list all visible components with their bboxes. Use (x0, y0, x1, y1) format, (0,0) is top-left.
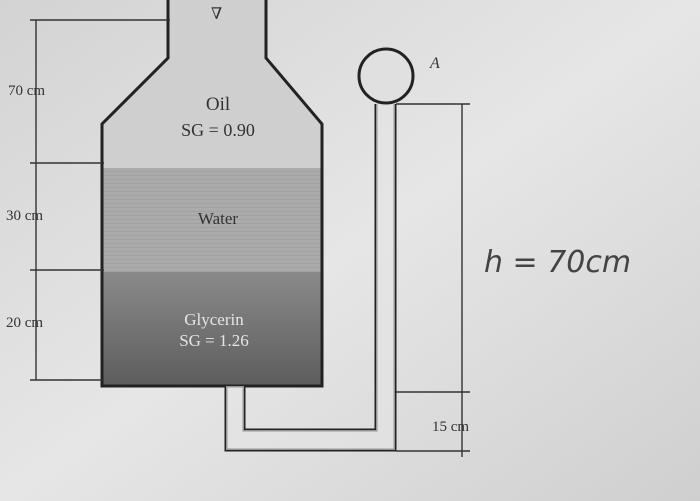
oil-height-label: 70 cm (8, 83, 45, 99)
water-texture (102, 168, 322, 272)
water-label: Water (198, 209, 238, 228)
glycerin-layer (102, 272, 322, 386)
oil-sg-label: SG = 0.90 (181, 120, 255, 140)
bulb-a (357, 47, 415, 105)
tube-offset-label: 15 cm (432, 419, 469, 435)
glycerin-label: Glycerin (184, 310, 244, 329)
free-surface-symbol: ∇ (211, 6, 222, 23)
tank-outline (100, 0, 324, 388)
handwritten-answer: h = 70cm (484, 245, 631, 280)
glycerin-height-label: 20 cm (6, 315, 43, 331)
tube-fill (226, 104, 395, 450)
glycerin-sg-label: SG = 1.26 (179, 331, 249, 350)
point-a-label: A (429, 55, 440, 72)
right-dimension-lines (396, 103, 470, 457)
water-height-label: 30 cm (6, 208, 43, 224)
left-dimension-lines (30, 19, 170, 381)
oil-label: Oil (206, 94, 230, 115)
